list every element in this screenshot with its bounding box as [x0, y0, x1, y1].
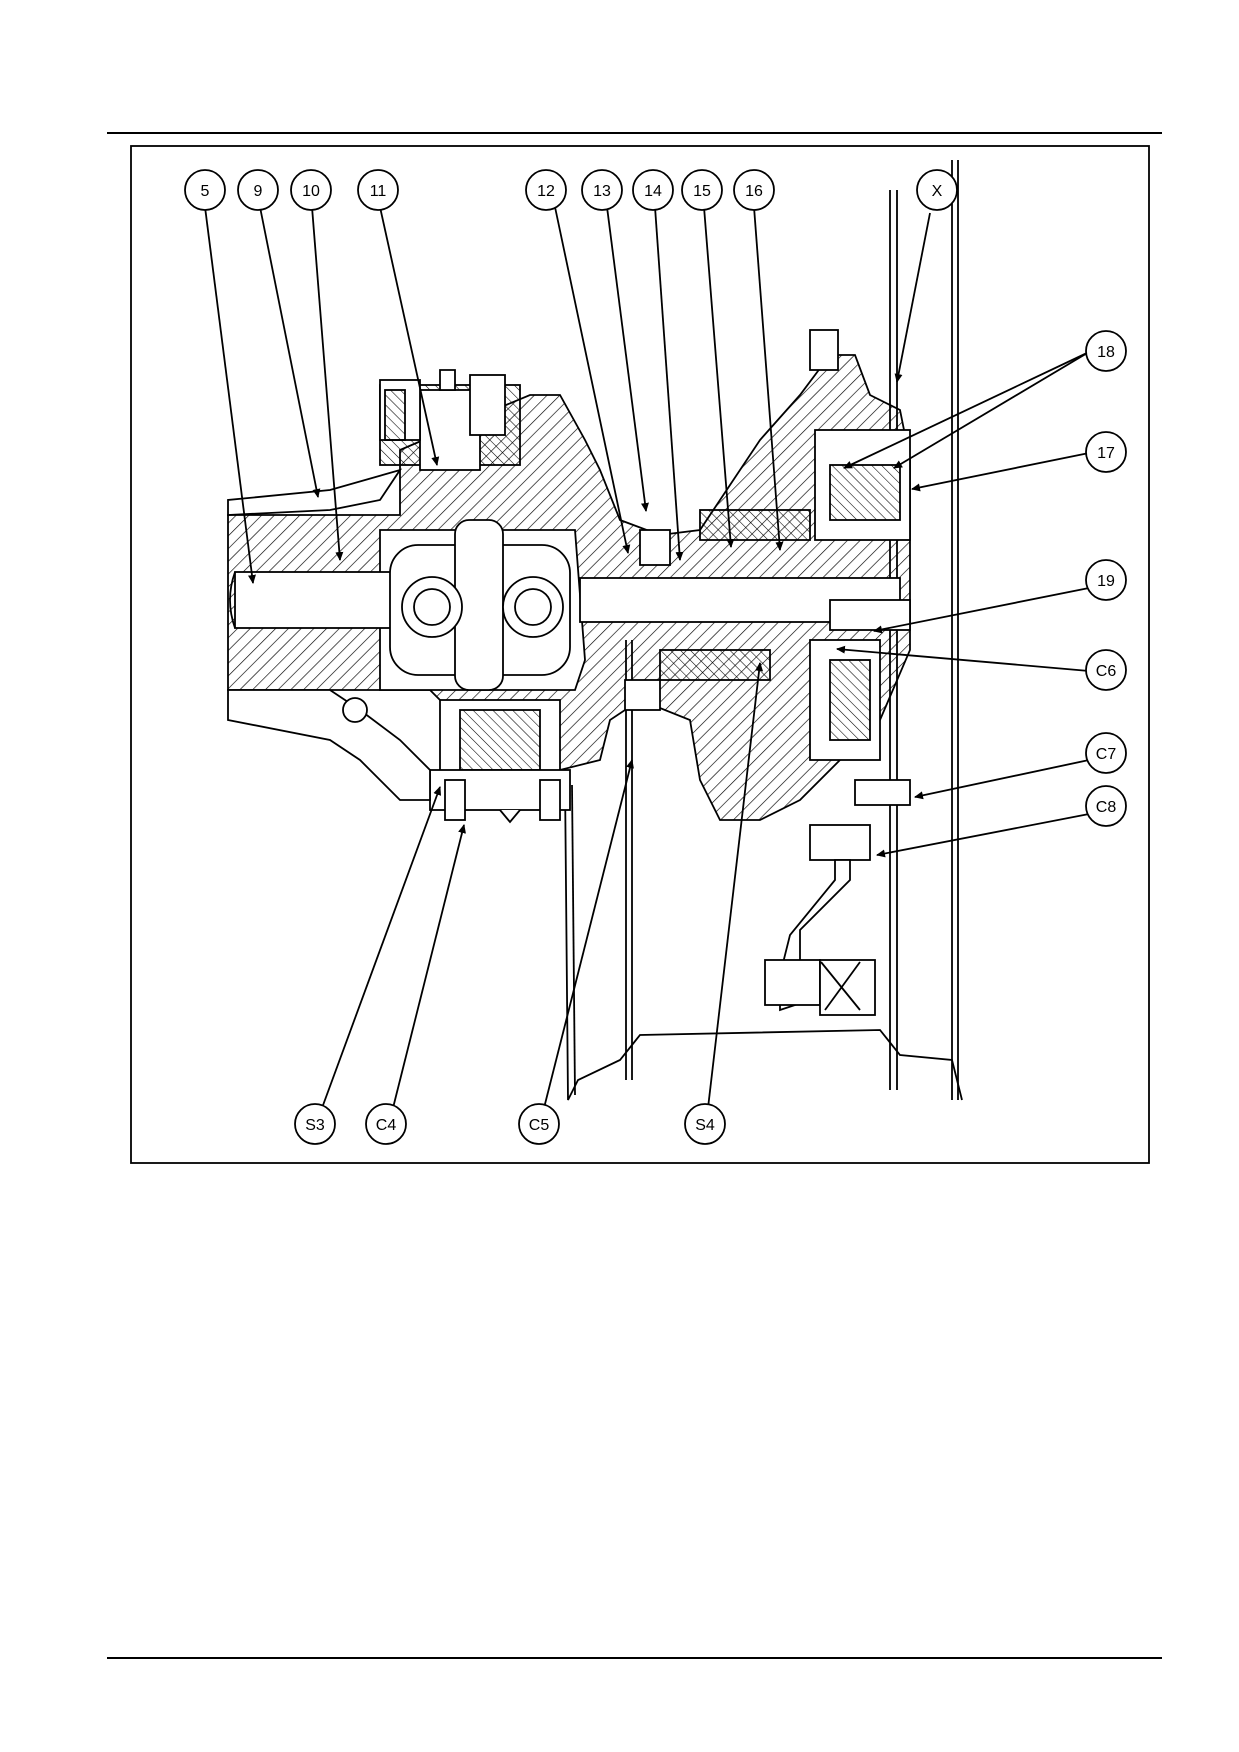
leader-c6 — [836, 645, 1090, 672]
callout-16: 16 — [733, 169, 775, 211]
wheel-hub — [624, 329, 911, 861]
callout-label: C7 — [1096, 746, 1117, 763]
callout-18: 18 — [1085, 330, 1127, 372]
header-rule — [107, 132, 1162, 134]
leader-lines — [204, 206, 1090, 1109]
callout-12: 12 — [525, 169, 567, 211]
callout-11: 11 — [357, 169, 399, 211]
callout-9: 9 — [237, 169, 279, 211]
callout-label: 5 — [201, 183, 210, 200]
callout-17: 17 — [1085, 431, 1127, 473]
leader-5 — [204, 206, 256, 584]
callout-s4: S4 — [684, 1103, 726, 1145]
callout-label: C4 — [376, 1117, 397, 1134]
leader-18b — [893, 351, 1090, 469]
leader-c7 — [914, 759, 1090, 800]
callout-label: 11 — [370, 183, 387, 200]
callout-label: 13 — [593, 183, 611, 200]
callout-label: 16 — [745, 183, 763, 200]
leader-10 — [311, 206, 344, 561]
figure-frame — [130, 145, 1150, 1164]
callout-13: 13 — [581, 169, 623, 211]
universal-joint — [389, 519, 571, 691]
callout-label: 19 — [1097, 573, 1115, 590]
leader-13 — [606, 206, 649, 512]
footer-rule — [107, 1657, 1162, 1659]
leader-c8 — [876, 813, 1090, 858]
leader-c4 — [392, 824, 466, 1109]
callout-label: 9 — [254, 183, 263, 200]
lower-housing-arm — [227, 689, 431, 801]
callout-label: C8 — [1096, 799, 1117, 816]
callout-label: 18 — [1097, 344, 1115, 361]
callout-c8: C8 — [1085, 785, 1127, 827]
callout-label: 10 — [302, 183, 320, 200]
callout-c6: C6 — [1085, 649, 1127, 691]
leader-11 — [379, 206, 440, 466]
leader-14 — [654, 206, 684, 561]
callout-19: 19 — [1085, 559, 1127, 601]
callout-label: S3 — [305, 1117, 325, 1134]
leader-19 — [873, 587, 1090, 634]
callout-label: S4 — [695, 1117, 715, 1134]
callout-15: 15 — [681, 169, 723, 211]
leader-17 — [911, 452, 1090, 492]
leader-12 — [554, 206, 631, 554]
callout-label: C6 — [1096, 663, 1117, 680]
callout-label: 12 — [537, 183, 555, 200]
upper-kingpin-assembly — [379, 369, 521, 471]
leader-16 — [753, 206, 784, 551]
cross-section-drawing — [227, 160, 963, 1101]
leader-s4 — [707, 662, 764, 1109]
mounting-bracket — [764, 859, 876, 1016]
callout-x: X — [916, 169, 958, 211]
callout-label: C5 — [529, 1117, 550, 1134]
callout-s3: S3 — [294, 1103, 336, 1145]
callout-14: 14 — [632, 169, 674, 211]
callout-c4: C4 — [365, 1103, 407, 1145]
leader-15 — [703, 206, 735, 548]
callouts: 5 9 10 11 12 13 14 15 16 X 18 17 19 C6 C… — [184, 169, 1127, 1145]
callout-5: 5 — [184, 169, 226, 211]
callout-label: 15 — [693, 183, 711, 200]
lower-kingpin-assembly — [429, 699, 571, 824]
callout-label: 14 — [644, 183, 662, 200]
callout-label: 17 — [1097, 445, 1115, 462]
callout-c7: C7 — [1085, 732, 1127, 774]
leader-9 — [259, 206, 321, 498]
leader-s3 — [321, 786, 441, 1109]
callout-c5: C5 — [518, 1103, 560, 1145]
leader-c5 — [543, 759, 634, 1109]
axle-shaft — [234, 571, 406, 629]
leader-x — [894, 212, 931, 383]
callout-10: 10 — [290, 169, 332, 211]
leader-18a — [843, 351, 1090, 469]
callout-label: X — [932, 183, 943, 200]
